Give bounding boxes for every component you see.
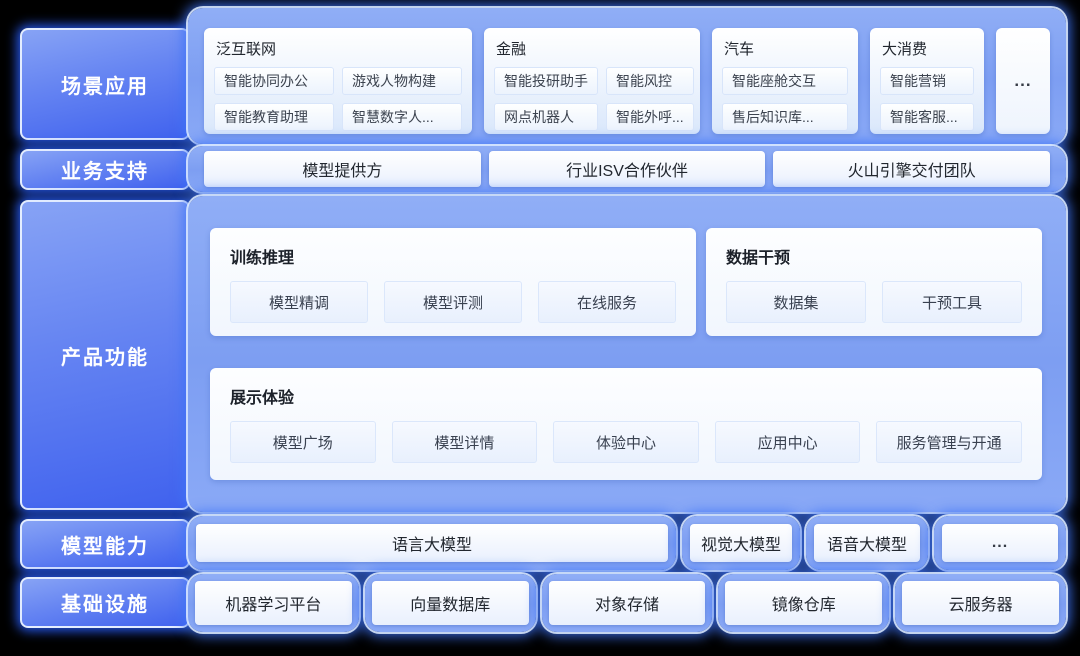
scene-apps-groups: 泛互联网 智能协同办公 游戏人物构建 智能教育助理 智慧数字人... 金融 智能… <box>204 28 1050 134</box>
product-features-panel: 训练推理 模型精调 模型评测 在线服务 数据干预 数据集 干预工具 展示体验 模… <box>188 196 1066 512</box>
scenario-chip: 智能协同办公 <box>214 67 334 95</box>
group-title: 大消费 <box>882 41 928 58</box>
feature-chip: 在线服务 <box>538 281 676 323</box>
feature-chip: 模型广场 <box>230 421 376 463</box>
feature-card-training-inference: 训练推理 模型精调 模型评测 在线服务 <box>210 228 696 336</box>
business-support-bar: 模型提供方 <box>204 151 481 187</box>
more-scenarios-ellipsis: ... <box>996 28 1050 134</box>
infrastructure-bar: 镜像仓库 <box>725 581 883 625</box>
feature-title: 展示体验 <box>230 390 295 407</box>
scenario-chip: 售后知识库... <box>722 103 848 131</box>
scenario-chip: 智能客服... <box>880 103 974 131</box>
feature-chip: 体验中心 <box>553 421 699 463</box>
group-title: 泛互联网 <box>216 41 277 58</box>
model-capabilities-row: 语言大模型 视觉大模型 语音大模型 ... <box>188 516 1066 570</box>
feature-chip: 服务管理与开通 <box>876 421 1022 463</box>
scenario-chip: 智能座舱交互 <box>722 67 848 95</box>
feature-title: 数据干预 <box>726 250 791 267</box>
scenario-chip: 智能教育助理 <box>214 103 334 131</box>
feature-card-display-experience: 展示体验 模型广场 模型详情 体验中心 应用中心 服务管理与开通 <box>210 368 1042 480</box>
model-capability-bar: 语音大模型 <box>814 524 920 562</box>
feature-chip: 干预工具 <box>882 281 1022 323</box>
group-card-finance: 金融 智能投研助手 智能风控 网点机器人 智能外呼... <box>484 28 700 134</box>
scenario-chip: 智能外呼... <box>606 103 694 131</box>
group-card-pan-internet: 泛互联网 智能协同办公 游戏人物构建 智能教育助理 智慧数字人... <box>204 28 472 134</box>
infrastructure-row: 机器学习平台 向量数据库 对象存储 镜像仓库 云服务器 <box>188 574 1066 632</box>
layer-label-business-support: 业务支持 <box>20 149 190 190</box>
scenario-chip: 游戏人物构建 <box>342 67 462 95</box>
feature-chip: 模型详情 <box>391 421 538 463</box>
infrastructure-bar: 向量数据库 <box>371 581 529 625</box>
scene-apps-panel: 泛互联网 智能协同办公 游戏人物构建 智能教育助理 智慧数字人... 金融 智能… <box>188 8 1066 144</box>
feature-title: 训练推理 <box>230 250 295 267</box>
scenario-chip: 智慧数字人... <box>342 103 462 131</box>
infrastructure-bar: 云服务器 <box>902 581 1059 625</box>
feature-card-data-intervention: 数据干预 数据集 干预工具 <box>706 228 1042 336</box>
scenario-chip: 智能投研助手 <box>494 67 598 95</box>
layer-label-model-capabilities: 模型能力 <box>20 519 190 569</box>
layer-label-product-features: 产品功能 <box>20 200 190 510</box>
scenario-chip: 智能营销 <box>880 67 974 95</box>
feature-chip: 模型评测 <box>384 281 522 323</box>
group-title: 金融 <box>496 41 527 58</box>
group-card-consumer: 大消费 智能营销 智能客服... <box>870 28 984 134</box>
layer-label-scene-apps: 场景应用 <box>20 28 190 140</box>
scenario-chip: 智能风控 <box>606 67 694 95</box>
group-card-automotive: 汽车 智能座舱交互 售后知识库... <box>712 28 858 134</box>
feature-chip: 模型精调 <box>230 281 368 323</box>
model-capability-bar: 语言大模型 <box>196 524 668 562</box>
scenario-chip: 网点机器人 <box>494 103 598 131</box>
business-support-bar: 火山引擎交付团队 <box>773 151 1051 187</box>
infrastructure-bar: 对象存储 <box>548 581 706 625</box>
layer-label-infrastructure: 基础设施 <box>20 577 190 628</box>
feature-chip: 数据集 <box>726 281 866 323</box>
more-models-ellipsis: ... <box>942 524 1058 562</box>
business-support-panel: 模型提供方 行业ISV合作伙伴 火山引擎交付团队 <box>188 146 1066 192</box>
feature-chip: 应用中心 <box>714 421 861 463</box>
group-title: 汽车 <box>724 41 755 58</box>
business-support-bar: 行业ISV合作伙伴 <box>488 151 766 187</box>
model-capability-bar: 视觉大模型 <box>690 524 792 562</box>
infrastructure-bar: 机器学习平台 <box>195 581 352 625</box>
